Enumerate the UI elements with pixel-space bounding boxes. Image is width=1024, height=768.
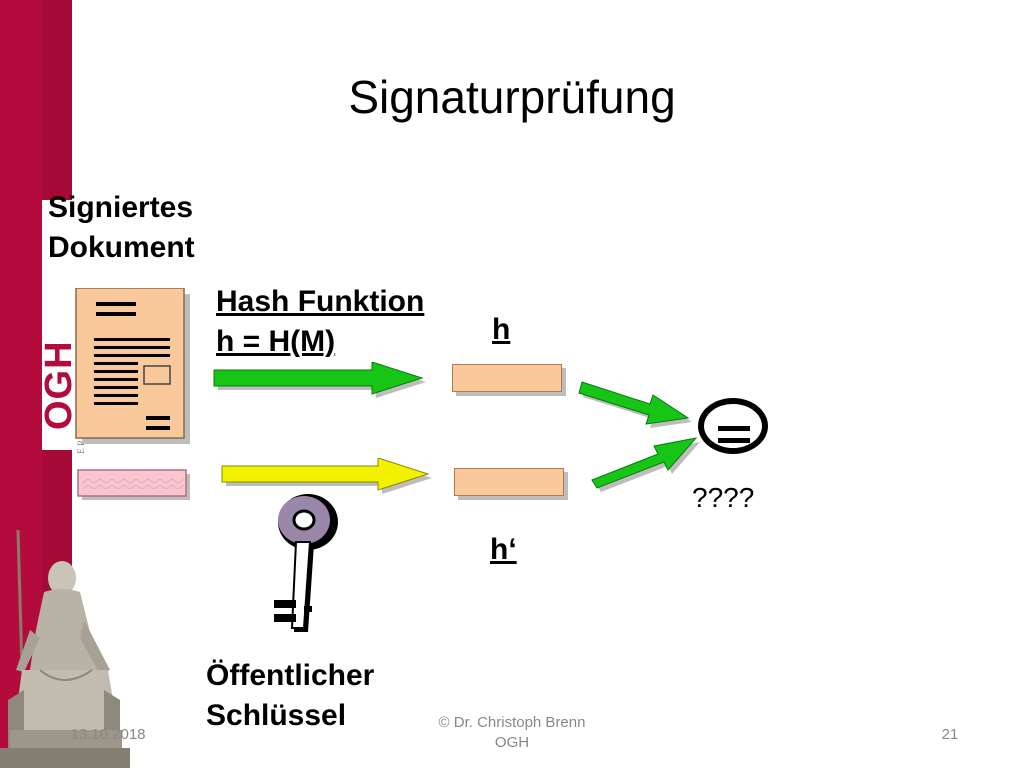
- question-marks: ????: [692, 482, 755, 513]
- signed-document-label-line1: Signiertes: [48, 191, 194, 224]
- public-key-label-line1: Öffentlicher: [206, 659, 375, 692]
- hash-function-label-line2: h = H(M): [216, 325, 336, 358]
- footer-date: 13.10.2018: [70, 726, 146, 743]
- ogh-logo: OGH: [38, 340, 80, 430]
- justitia-statue-image: [0, 529, 130, 768]
- hash-function-label-line1: Hash Funktion: [216, 285, 425, 318]
- hash-box-h-prime: [454, 468, 564, 496]
- equals-bar-bottom: [718, 438, 750, 443]
- public-key-label-line2: Schlüssel: [206, 699, 347, 732]
- compare-arrow-lower: [591, 437, 700, 492]
- hash-h-label: h: [492, 313, 511, 346]
- key-icon: [274, 494, 338, 632]
- slide-title: Signaturprüfung: [348, 71, 676, 123]
- equals-bar-top: [718, 426, 750, 431]
- compare-arrow-upper: [578, 381, 692, 428]
- logo-panel: [42, 200, 76, 450]
- key-arrow-yellow: [221, 458, 432, 494]
- hash-arrow-green: [213, 362, 426, 398]
- footer-copyright-line2: OGH: [494, 734, 530, 751]
- document-icon: [75, 288, 190, 444]
- signed-document-label-line2: Dokument: [48, 231, 195, 264]
- footer-page-number: 21: [941, 726, 959, 743]
- hash-h-prime-label: h‘: [490, 533, 517, 566]
- signature-strip-icon: [77, 469, 190, 500]
- hash-box-h: [452, 364, 562, 392]
- footer-copyright-line1: © Dr. Christoph Brenn: [438, 714, 586, 731]
- equals-icon: [698, 398, 768, 454]
